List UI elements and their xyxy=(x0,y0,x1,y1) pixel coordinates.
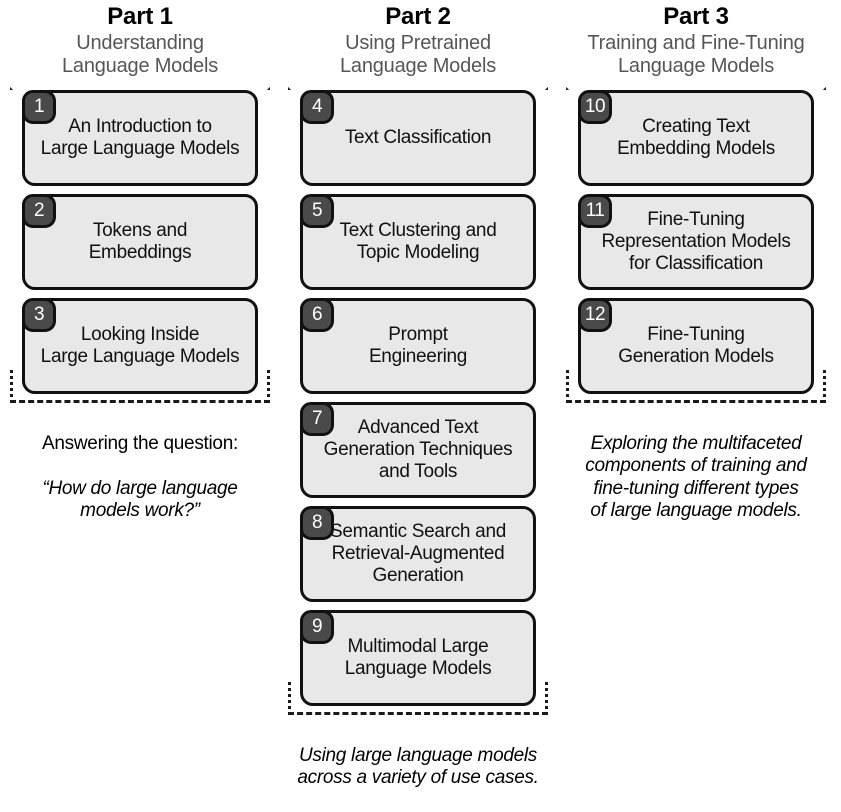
part-3-chapter-group: 10 Creating Text Embedding Models 11 Fin… xyxy=(565,87,827,404)
part-column-3: Part 3 Training and Fine-Tuning Language… xyxy=(565,0,827,545)
chapter-card-1[interactable]: 1 An Introduction to Large Language Mode… xyxy=(22,90,258,187)
chapter-card-12[interactable]: 12 Fine-Tuning Generation Models xyxy=(578,298,814,395)
chapter-number-badge: 4 xyxy=(300,90,334,125)
part-1-caption: Answering the question: “How do large la… xyxy=(10,410,270,544)
chapter-card-3[interactable]: 3 Looking Inside Large Language Models xyxy=(22,298,258,395)
chapter-card-8[interactable]: 8 Semantic Search and Retrieval-Augmente… xyxy=(300,506,536,603)
chapter-title: Creating Text Embedding Models xyxy=(617,116,775,160)
part-3-caption-italic: Exploring the multifaceted components of… xyxy=(585,432,807,522)
part-1-caption-lead: Answering the question: xyxy=(42,432,238,454)
chapter-number-badge: 9 xyxy=(300,610,334,645)
chapter-title: An Introduction to Large Language Models xyxy=(40,116,240,160)
chapter-title: Fine-Tuning Representation Models for Cl… xyxy=(601,209,791,275)
chapter-title: Fine-Tuning Generation Models xyxy=(618,324,774,368)
chapter-title: Advanced Text Generation Techniques and … xyxy=(323,417,513,483)
chapter-number-badge: 3 xyxy=(22,298,56,333)
part-1-caption-italic: “How do large language models work?” xyxy=(42,477,238,522)
part-2-caption: Using large language models across a var… xyxy=(288,722,548,812)
part-column-1: Part 1 Understanding Language Models 1 A… xyxy=(9,0,271,545)
chapter-number-badge: 2 xyxy=(22,194,56,229)
part-2-subtitle: Using Pretrained Language Models xyxy=(339,31,496,77)
chapter-number-badge: 5 xyxy=(300,194,334,229)
part-1-title: Part 1 xyxy=(107,3,173,30)
chapter-card-2[interactable]: 2 Tokens and Embeddings xyxy=(22,194,258,291)
chapter-title: Text Clustering and Topic Modeling xyxy=(339,220,497,264)
chapter-card-9[interactable]: 9 Multimodal Large Language Models xyxy=(300,610,536,707)
part-3-header: Part 3 Training and Fine-Tuning Language… xyxy=(566,0,826,77)
part-3-caption: Exploring the multifaceted components of… xyxy=(566,410,826,544)
chapter-number-badge: 12 xyxy=(578,298,612,333)
part-2-title: Part 2 xyxy=(385,3,451,30)
part-1-chapter-list: 1 An Introduction to Large Language Mode… xyxy=(22,90,258,395)
chapter-number-badge: 7 xyxy=(300,402,334,437)
chapter-number-badge: 1 xyxy=(22,90,56,125)
chapter-title: Tokens and Embeddings xyxy=(88,220,192,264)
part-3-subtitle: Training and Fine-Tuning Language Models xyxy=(587,31,805,77)
part-2-header: Part 2 Using Pretrained Language Models xyxy=(288,0,548,77)
part-2-chapter-group: 4 Text Classification 5 Text Clustering … xyxy=(287,87,549,716)
chapter-number-badge: 6 xyxy=(300,298,334,333)
chapter-card-11[interactable]: 11 Fine-Tuning Representation Models for… xyxy=(578,194,814,291)
part-2-chapter-list: 4 Text Classification 5 Text Clustering … xyxy=(300,90,536,707)
chapter-title: Multimodal Large Language Models xyxy=(344,636,492,680)
chapter-card-5[interactable]: 5 Text Clustering and Topic Modeling xyxy=(300,194,536,291)
chapter-number-badge: 11 xyxy=(578,194,612,229)
part-1-chapter-group: 1 An Introduction to Large Language Mode… xyxy=(9,87,271,404)
chapter-title: Text Classification xyxy=(344,127,492,149)
part-1-header: Part 1 Understanding Language Models xyxy=(10,0,270,77)
chapter-title: Looking Inside Large Language Models xyxy=(40,324,240,368)
chapter-card-7[interactable]: 7 Advanced Text Generation Techniques an… xyxy=(300,402,536,499)
part-3-title: Part 3 xyxy=(663,3,729,30)
part-1-subtitle: Understanding Language Models xyxy=(61,31,218,77)
chapter-card-6[interactable]: 6 Prompt Engineering xyxy=(300,298,536,395)
chapter-title: Semantic Search and Retrieval-Augmented … xyxy=(330,521,506,587)
diagram-canvas: Part 1 Understanding Language Models 1 A… xyxy=(9,0,827,788)
chapter-number-badge: 10 xyxy=(578,90,612,125)
chapter-title: Prompt Engineering xyxy=(368,324,468,368)
part-3-chapter-list: 10 Creating Text Embedding Models 11 Fin… xyxy=(578,90,814,395)
chapter-card-4[interactable]: 4 Text Classification xyxy=(300,90,536,187)
chapter-number-badge: 8 xyxy=(300,506,334,541)
part-column-2: Part 2 Using Pretrained Language Models … xyxy=(287,0,549,812)
part-2-caption-italic: Using large language models across a var… xyxy=(297,744,539,789)
chapter-card-10[interactable]: 10 Creating Text Embedding Models xyxy=(578,90,814,187)
